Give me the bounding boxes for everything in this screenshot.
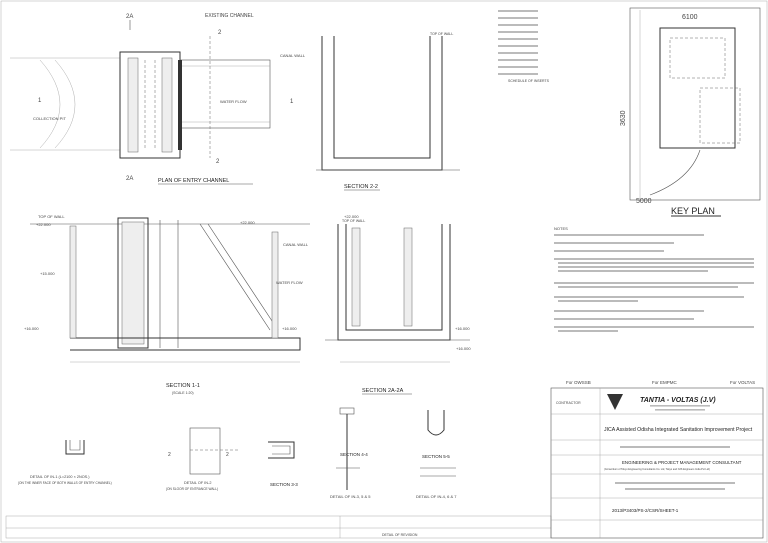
svg-text:+16.000: +16.000	[282, 326, 297, 331]
keyplan-dim-bottom: 5000	[636, 198, 652, 205]
keyplan-dim-left: 3630	[620, 110, 627, 126]
revision-label: DETAIL OF REVISION	[382, 533, 418, 537]
detail-in345-title: DETAIL OF IN-3, 5 & 5	[330, 494, 371, 499]
svg-text:+22.000: +22.000	[36, 222, 51, 227]
for-empmc: For EMPMC	[652, 380, 678, 385]
project-name: JICA Assisted Odisha Integrated Sanitati…	[604, 427, 753, 433]
notes-heading: NOTES	[554, 226, 568, 231]
sec11-top-of-wall: TOP OF WALL	[38, 214, 65, 219]
section55-title: SECTION 5-5	[422, 454, 450, 459]
water-flow-label: WATER FLOW	[220, 99, 247, 104]
svg-text:+16.000: +16.000	[24, 326, 39, 331]
section-mark-2a-bottom: 2A	[126, 176, 133, 182]
section-2-2: TOP OF WALL SECTION 2-2	[316, 32, 460, 191]
notes-block: NOTES	[554, 226, 754, 332]
schedule-of-inserts: SCHEDULE OF INSERTS	[498, 10, 550, 83]
section-1-1: TOP OF WALL +22.000 +22.000 +15.000 +16.…	[24, 214, 310, 395]
sec22-top-of-wall: TOP OF WALL	[430, 32, 453, 36]
plan-of-entry-channel: EXISTING CHANNEL 2A 1 COLLECTION PIT CAN…	[10, 13, 306, 185]
contractor-name: TANTIA - VOLTAS (J.V)	[640, 397, 716, 404]
svg-text:2: 2	[226, 452, 229, 458]
detail-in467-title: DETAIL OF IN-4, 6 & 7	[416, 494, 457, 499]
svg-text:+15.000: +15.000	[40, 271, 55, 276]
section2a-title: SECTION 2A-2A	[362, 388, 404, 394]
section11-title: SECTION 1-1	[166, 383, 200, 389]
sec2a-top-of-wall: TOP OF WALL	[342, 219, 365, 223]
collection-pit-label: COLLECTION PIT	[33, 116, 66, 121]
consultant-sub: (Consortium of Tokyo Engineering Consult…	[604, 468, 710, 471]
svg-text:+16.000: +16.000	[456, 346, 471, 351]
contractor-logo-icon	[607, 394, 623, 410]
svg-text:+16.000: +16.000	[455, 326, 470, 331]
svg-text:2: 2	[216, 159, 220, 165]
section-mark-2a-top: 2A	[126, 14, 133, 20]
keyplan-dim-top: 6100	[682, 14, 698, 21]
svg-text:2: 2	[168, 452, 171, 458]
sec11-water-flow: WATER FLOW	[276, 280, 303, 285]
svg-text:2: 2	[218, 30, 222, 36]
schedule-title: SCHEDULE OF INSERTS	[508, 79, 550, 83]
plan-title: PLAN OF ENTRY CHANNEL	[158, 178, 229, 184]
detail-in1-sub: (ON THE INNER FACE OF BOTH WALLS OF ENTR…	[18, 481, 112, 485]
svg-text:+22.000: +22.000	[344, 214, 359, 219]
revision-strip: DETAIL OF REVISION	[5, 515, 552, 539]
detail-in1-title: DETAIL OF IN-1 (L=2100 × 2NOS.)	[30, 475, 90, 479]
canal-wall-label: CANAL WALL	[280, 53, 306, 58]
for-voltas: For VOLTAS	[730, 380, 755, 385]
keyplan-title: KEY PLAN	[671, 206, 715, 216]
section11-scale: (SCALE 1:20)	[172, 391, 194, 395]
svg-text:1: 1	[290, 99, 294, 105]
details-row: DETAIL OF IN-1 (L=2100 × 2NOS.) (ON THE …	[18, 407, 457, 499]
key-plan: 6100 3630 5000 KEY PLAN	[620, 7, 761, 217]
sec11-canal-wall: CANAL WALL	[283, 242, 309, 247]
svg-text:1: 1	[38, 98, 42, 104]
section-2a-2a: +22.000 TOP OF WALL +16.000 +16.000 SECT…	[325, 214, 471, 395]
section33-title: SECTION 3-3	[270, 482, 298, 487]
existing-channel-label: EXISTING CHANNEL	[205, 13, 254, 19]
title-block: For OWSSB For EMPMC For VOLTAS CONTRACTO…	[550, 380, 764, 539]
svg-text:+22.000: +22.000	[240, 220, 255, 225]
contractor-label: CONTRACTOR	[556, 401, 581, 405]
for-owssb: For OWSSB	[566, 380, 591, 385]
consultant-name: ENGINEERING & PROJECT MANAGEMENT CONSULT…	[622, 460, 742, 465]
detail-in2-sub: (ON SLOOR OF ENTRANCE WALL)	[166, 487, 218, 491]
detail-in2-title: DETAIL OF IN-2	[184, 481, 211, 485]
section44-title: SECTION 4-4	[340, 452, 368, 457]
drawing-number: 2013/P3403/PS-2/CSR/SHEET-1	[612, 508, 679, 513]
section22-title: SECTION 2-2	[344, 184, 378, 190]
